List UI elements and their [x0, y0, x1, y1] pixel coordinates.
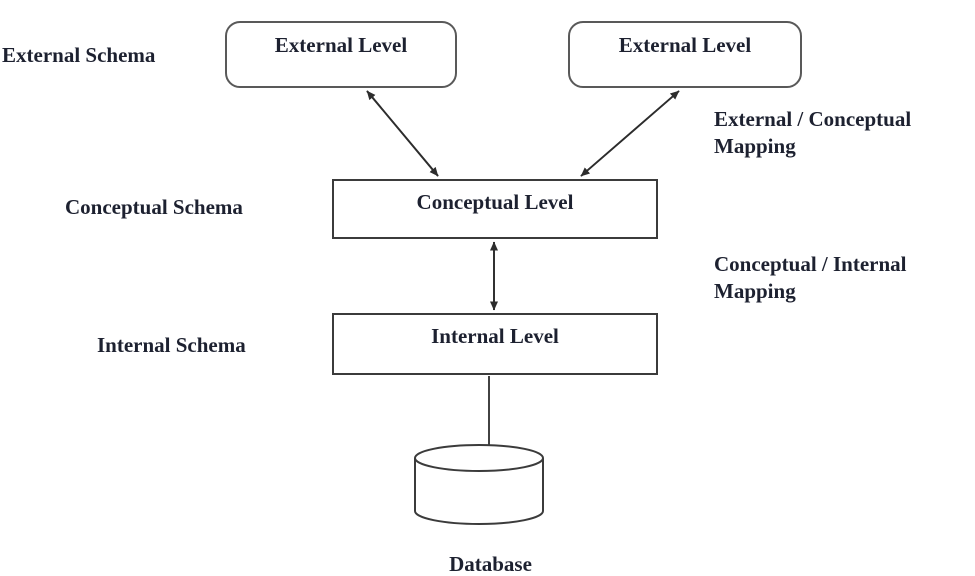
internal-level-box-label: Internal Level [431, 324, 559, 348]
external-level-box-2: External Level [568, 21, 802, 88]
internal-schema-label: Internal Schema [97, 333, 246, 357]
conceptual-level-box-label: Conceptual Level [416, 190, 574, 214]
external-conceptual-mapping-label: External / Conceptual Mapping [714, 107, 912, 158]
external-level-box-1: External Level [225, 21, 457, 88]
external-level-box-2-label: External Level [618, 33, 752, 57]
edge-external2-conceptual [580, 90, 680, 177]
internal-level-box: Internal Level [332, 313, 658, 375]
conceptual-level-box: Conceptual Level [332, 179, 658, 239]
external-level-box-1-label: External Level [274, 33, 408, 57]
external-schema-label: External Schema [2, 43, 156, 67]
edge-external1-conceptual [366, 90, 439, 177]
conceptual-internal-mapping-label: Conceptual / Internal Mapping [714, 252, 907, 303]
conceptual-schema-label: Conceptual Schema [65, 195, 243, 219]
database-label: Database [449, 552, 532, 576]
database-cylinder-icon [414, 444, 544, 525]
